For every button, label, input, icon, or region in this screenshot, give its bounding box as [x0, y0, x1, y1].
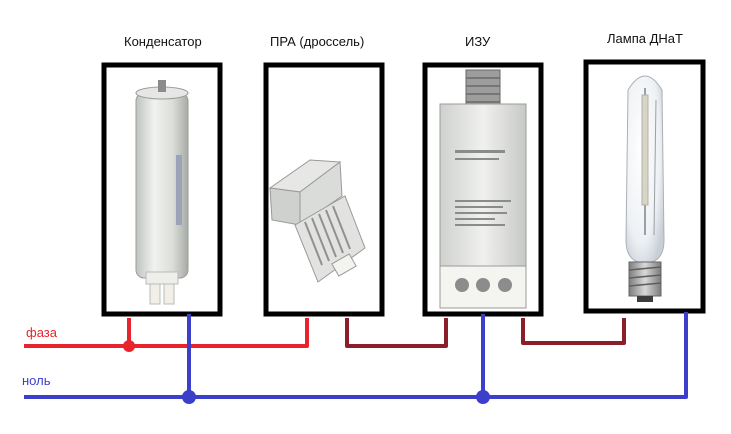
ballast-icon	[268, 159, 366, 283]
link-lines	[345, 318, 626, 348]
capacitor-label: Конденсатор	[124, 34, 202, 49]
lamp-label: Лампа ДНаТ	[607, 31, 683, 46]
neutral-line	[24, 312, 688, 399]
lamp-frame	[583, 59, 706, 314]
igniter-label: ИЗУ	[465, 34, 491, 49]
igniter-frame	[422, 62, 544, 317]
lamp-icon	[625, 75, 665, 302]
ballast-frame	[263, 62, 385, 317]
phase-junction	[123, 340, 135, 352]
phase-line	[24, 318, 309, 348]
igniter-icon	[439, 69, 527, 309]
neutral-junction-igniter	[476, 390, 490, 404]
phase-label: фаза	[26, 325, 57, 340]
neutral-junction-capacitor	[182, 390, 196, 404]
capacitor-icon	[135, 80, 189, 305]
neutral-label: ноль	[22, 373, 51, 388]
capacitor-frame	[101, 62, 223, 317]
ballast-label: ПРА (дроссель)	[270, 34, 365, 49]
